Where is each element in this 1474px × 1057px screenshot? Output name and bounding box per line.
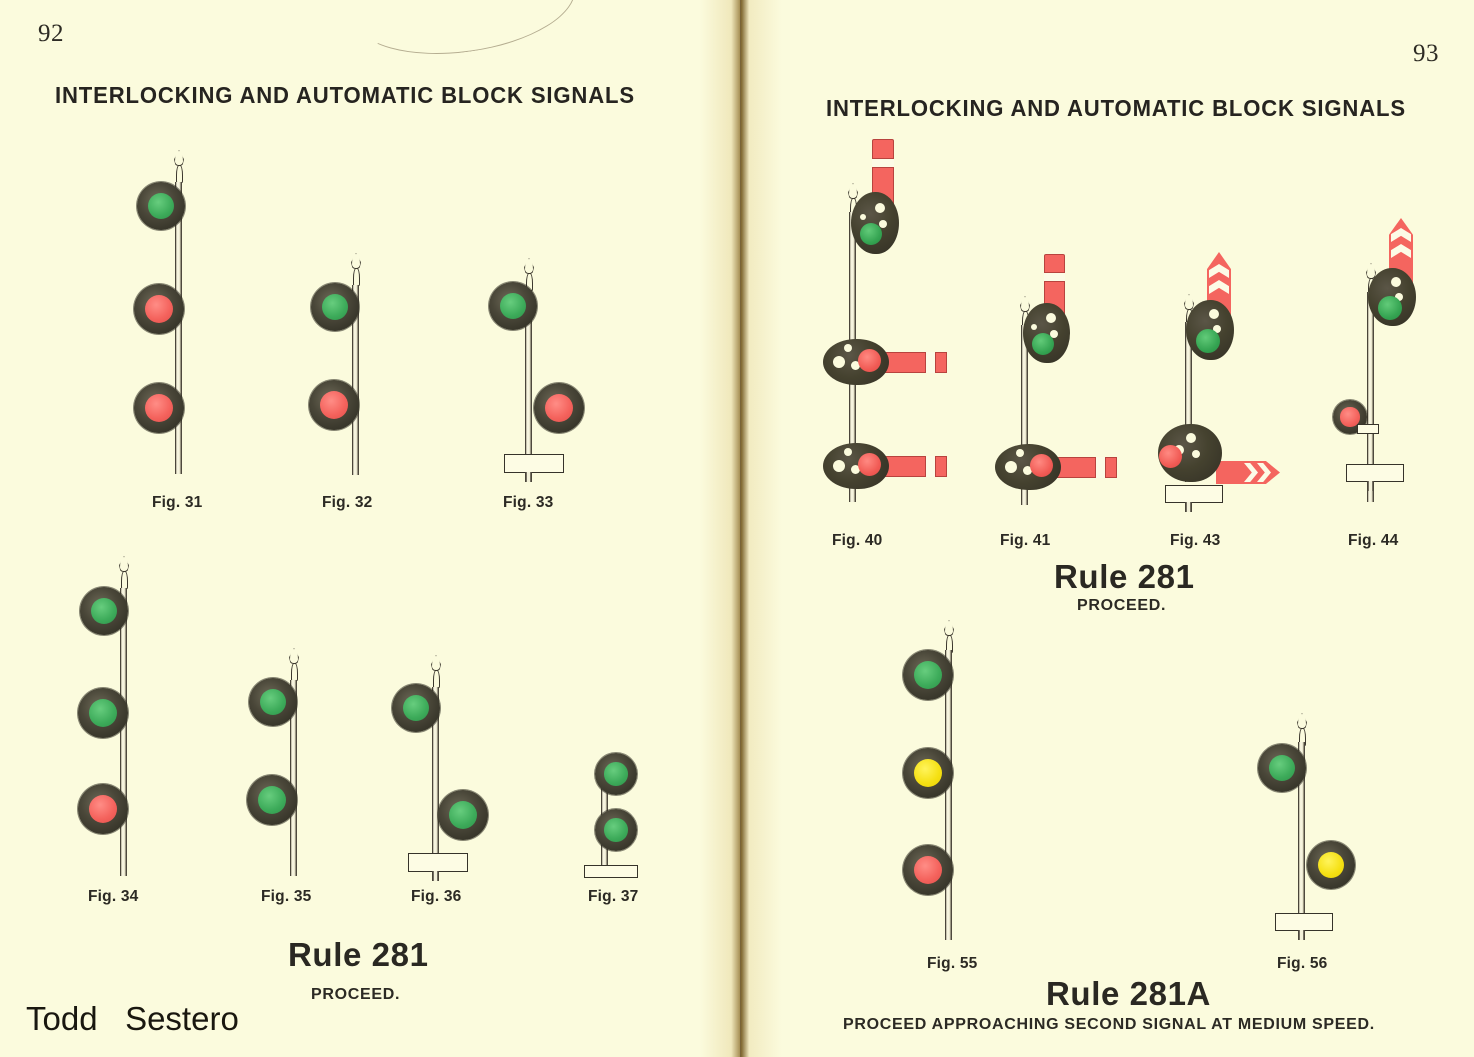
lamp-green xyxy=(438,790,488,840)
lamp-green xyxy=(80,587,128,635)
lamp-yellow xyxy=(903,748,953,798)
right-rule-281-number: Rule 281 xyxy=(1054,558,1195,595)
figure-caption: Fig. 35 xyxy=(261,888,312,905)
right-rule-281-indication: PROCEED. xyxy=(1077,597,1167,614)
signal-mast xyxy=(945,650,952,940)
semaphore-hub xyxy=(1158,424,1222,482)
mast-finial-icon xyxy=(171,150,187,184)
mast-finial-icon xyxy=(116,556,132,590)
left-rule-indication: PROCEED. xyxy=(311,986,401,1003)
mast-collar xyxy=(1357,424,1379,434)
signal-mast xyxy=(525,290,532,457)
signal-base-plate xyxy=(1275,913,1333,931)
semaphore-hub xyxy=(851,192,899,254)
lamp-green xyxy=(392,684,440,732)
right-rule-281a-number: Rule 281A xyxy=(1046,975,1211,1012)
semaphore-hub xyxy=(823,443,889,489)
lamp-green xyxy=(249,678,297,726)
lamp-green xyxy=(78,688,128,738)
left-page-header: INTERLOCKING AND AUTOMATIC BLOCK SIGNALS xyxy=(55,82,635,108)
semaphore-blade-horizontal-pointed xyxy=(1216,461,1280,484)
signal-mast xyxy=(290,680,297,876)
figure-caption: Fig. 31 xyxy=(152,494,203,511)
semaphore-hub xyxy=(1186,300,1234,360)
right-page-leaf xyxy=(742,0,1474,1057)
signal-mast xyxy=(1298,742,1305,916)
signal-mast xyxy=(1185,322,1192,482)
signal-base-stub xyxy=(525,472,532,482)
lamp-red xyxy=(134,383,184,433)
figure-caption: Fig. 40 xyxy=(832,532,883,549)
lamp-green xyxy=(595,753,637,795)
figure-caption: Fig. 43 xyxy=(1170,532,1221,549)
lamp-red xyxy=(309,380,359,430)
mast-finial-icon xyxy=(348,253,364,287)
semaphore-hub xyxy=(823,339,889,385)
figure-caption: Fig. 44 xyxy=(1348,532,1399,549)
figure-caption: Fig. 37 xyxy=(588,888,639,905)
lamp-green xyxy=(247,775,297,825)
lamp-red xyxy=(134,284,184,334)
signal-base-plate xyxy=(584,865,638,878)
signal-base-stub xyxy=(1367,481,1374,491)
left-page-number: 92 xyxy=(38,20,64,47)
right-rule-281a-indication: PROCEED APPROACHING SECOND SIGNAL AT MED… xyxy=(843,1016,1375,1033)
lamp-green xyxy=(137,182,185,230)
signal-base-stub xyxy=(1185,502,1192,512)
signal-base-plate xyxy=(408,853,468,872)
signal-mast xyxy=(432,687,439,855)
lamp-green xyxy=(595,809,637,851)
figure-caption: Fig. 32 xyxy=(322,494,373,511)
lamp-red xyxy=(534,383,584,433)
lamp-green xyxy=(311,283,359,331)
figure-caption: Fig. 41 xyxy=(1000,532,1051,549)
right-page-number: 93 xyxy=(1413,40,1439,67)
figure-caption: Fig. 56 xyxy=(1277,955,1328,972)
figure-caption: Fig. 55 xyxy=(927,955,978,972)
scan-watermark: Todd Sestero xyxy=(26,1000,239,1037)
signal-base-plate xyxy=(1346,464,1404,482)
signal-mast xyxy=(352,285,359,475)
lamp-green xyxy=(903,650,953,700)
figure-caption: Fig. 36 xyxy=(411,888,462,905)
left-rule-number: Rule 281 xyxy=(288,936,429,973)
right-page-header: INTERLOCKING AND AUTOMATIC BLOCK SIGNALS xyxy=(826,95,1406,121)
figure-caption: Fig. 34 xyxy=(88,888,139,905)
signal-base-stub xyxy=(432,871,439,881)
semaphore-hub xyxy=(1023,303,1070,363)
semaphore-blade-horizontal xyxy=(885,456,947,477)
signal-mast xyxy=(120,588,127,876)
semaphore-blade-horizontal xyxy=(1057,457,1117,478)
signal-mast xyxy=(1367,292,1374,502)
signal-base-stub xyxy=(1298,930,1305,940)
signal-mast xyxy=(1021,325,1028,505)
lamp-red xyxy=(903,845,953,895)
mast-finial-icon xyxy=(941,620,957,654)
signal-base-plate xyxy=(1165,485,1223,503)
semaphore-hub xyxy=(995,444,1061,490)
signal-base-plate xyxy=(504,454,564,473)
mast-finial-icon xyxy=(521,258,537,292)
lamp-red xyxy=(78,784,128,834)
lamp-green xyxy=(489,282,537,330)
mast-finial-icon xyxy=(286,648,302,682)
mast-finial-icon xyxy=(428,655,444,689)
signal-mast xyxy=(175,182,182,474)
semaphore-blade-horizontal xyxy=(885,352,947,373)
figure-caption: Fig. 33 xyxy=(503,494,554,511)
lamp-green xyxy=(1258,744,1306,792)
lamp-yellow xyxy=(1307,841,1355,889)
left-page-leaf xyxy=(0,0,742,1057)
semaphore-hub xyxy=(1368,268,1416,326)
